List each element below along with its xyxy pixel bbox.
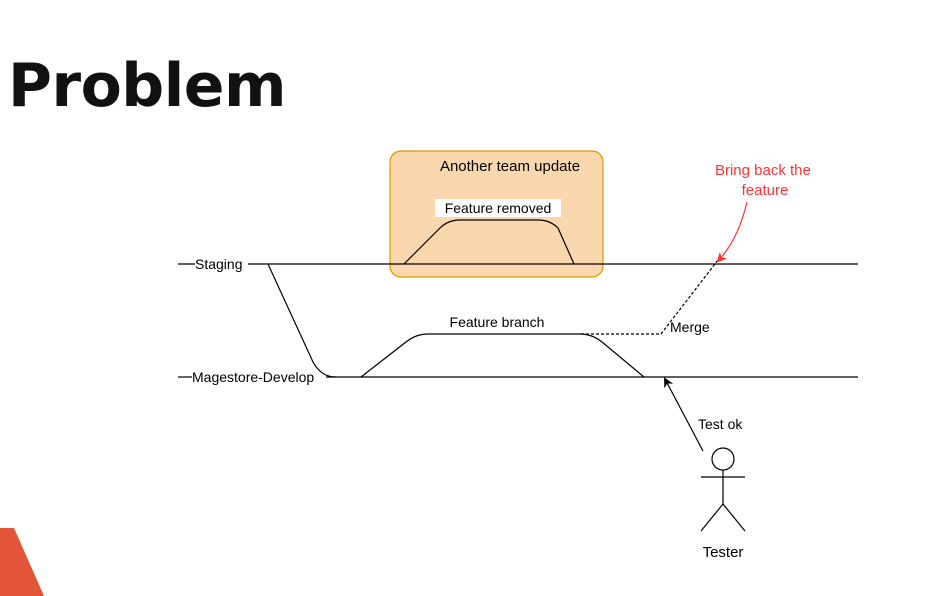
staging-to-develop-connector bbox=[267, 263, 337, 378]
feature-removed-curve bbox=[403, 219, 575, 265]
feature-branch-label: Feature branch bbox=[450, 314, 545, 330]
corner-accent-shape bbox=[0, 528, 44, 596]
feature-removed-label: Feature removed bbox=[445, 200, 552, 216]
merge-dashed-line bbox=[581, 259, 719, 335]
another-team-update-label: Another team update bbox=[440, 158, 580, 175]
feature-removed-label-bg bbox=[435, 199, 561, 217]
bring-back-annotation-line1: Bring back the bbox=[715, 162, 811, 179]
staging-label: Staging bbox=[195, 256, 242, 272]
develop-label: Magestore-Develop bbox=[192, 369, 314, 385]
merge-label: Merge bbox=[670, 319, 710, 335]
test-ok-label: Test ok bbox=[698, 416, 743, 432]
test-ok-arrow bbox=[664, 377, 704, 452]
bring-back-arrow bbox=[716, 201, 748, 263]
feature-branch-curve bbox=[360, 333, 645, 378]
tester-actor-icon bbox=[700, 447, 746, 532]
page-title: Problem bbox=[8, 51, 287, 121]
bring-back-annotation: Bring back the feature bbox=[715, 162, 815, 199]
bring-back-annotation-line2: feature bbox=[742, 182, 789, 199]
tester-label: Tester bbox=[703, 544, 744, 561]
